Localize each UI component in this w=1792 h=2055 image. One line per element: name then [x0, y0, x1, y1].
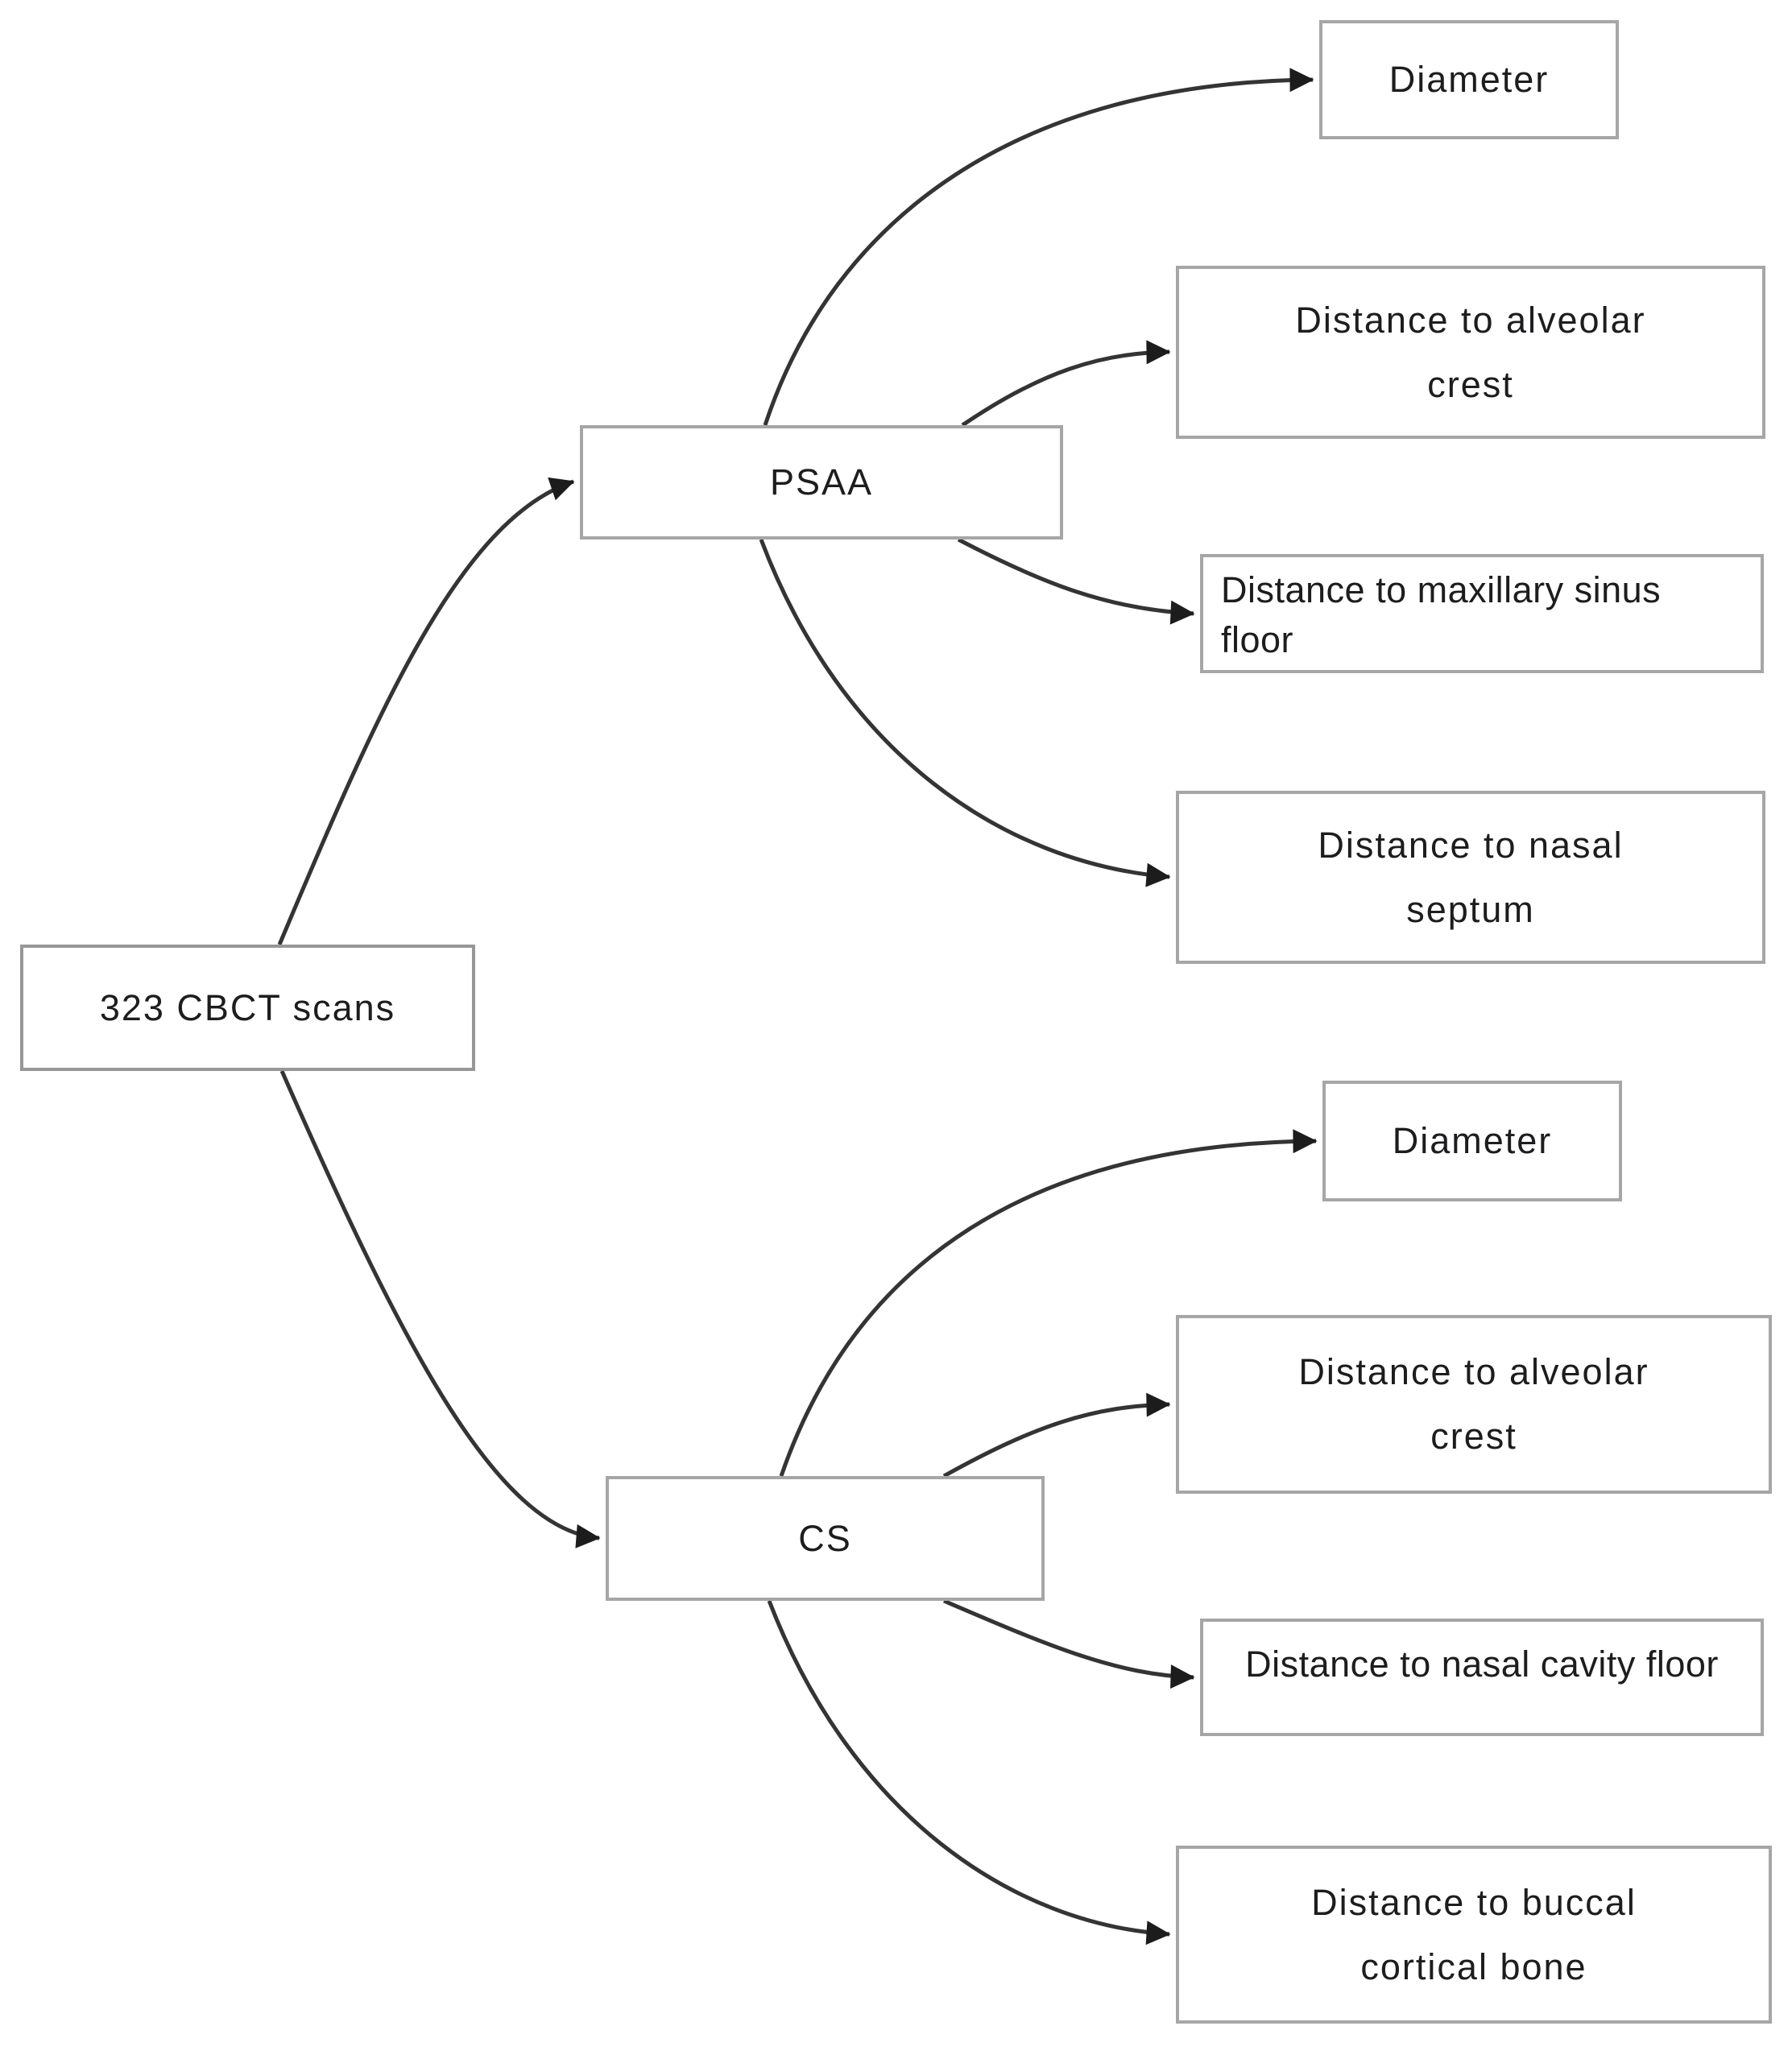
node-psaa-diameter-label: Diameter	[1388, 59, 1550, 100]
node-cs-buccal-cortical-bone-label: Distance to buccal cortical bone	[1311, 1881, 1637, 1987]
node-psaa-diameter: Diameter	[1319, 20, 1619, 139]
node-psaa-nasal-septum-label: Distance to nasal septum	[1318, 824, 1624, 930]
node-cs-buccal-cortical-bone: Distance to buccal cortical bone	[1176, 1846, 1772, 2024]
edge-cs-alveolar-crest	[942, 1392, 1171, 1478]
edge-psaa-nasal-septum	[759, 539, 1171, 887]
node-cs-nasal-cavity-floor-label: Distance to nasal cavity floor	[1245, 1644, 1719, 1685]
edge-psaa-maxillary-sinus-floor	[957, 537, 1195, 625]
node-cs-alveolar-crest: Distance to alveolar crest	[1176, 1315, 1772, 1494]
node-psaa-alveolar-crest: Distance to alveolar crest	[1176, 266, 1765, 439]
node-psaa-alveolar-crest-label: Distance to alveolar crest	[1295, 299, 1646, 405]
node-cs: CS	[606, 1476, 1045, 1601]
node-psaa-maxillary-sinus-floor: Distance to maxillary sinus floor	[1200, 554, 1764, 673]
node-cs-diameter-label: Diameter	[1392, 1120, 1553, 1161]
node-cs-alveolar-crest-label: Distance to alveolar crest	[1298, 1351, 1649, 1457]
edge-psaa-alveolar-crest	[961, 340, 1171, 428]
node-cs-label: CS	[798, 1517, 852, 1559]
edge-cs-buccal-cortical-bone	[767, 1600, 1171, 1945]
node-root: 323 CBCT scans	[20, 945, 475, 1071]
node-psaa-nasal-septum: Distance to nasal septum	[1176, 791, 1765, 964]
node-cs-diameter: Diameter	[1322, 1081, 1622, 1201]
node-cs-nasal-cavity-floor: Distance to nasal cavity floor	[1200, 1619, 1764, 1736]
edge-root-cs	[279, 1069, 601, 1548]
edge-root-psaa	[277, 477, 575, 945]
node-psaa: PSAA	[580, 425, 1063, 540]
node-psaa-maxillary-sinus-floor-label: Distance to maxillary sinus floor	[1221, 569, 1662, 660]
edge-cs-nasal-cavity-floor	[943, 1598, 1195, 1689]
node-root-label: 323 CBCT scans	[99, 986, 396, 1028]
node-psaa-label: PSAA	[769, 461, 874, 502]
